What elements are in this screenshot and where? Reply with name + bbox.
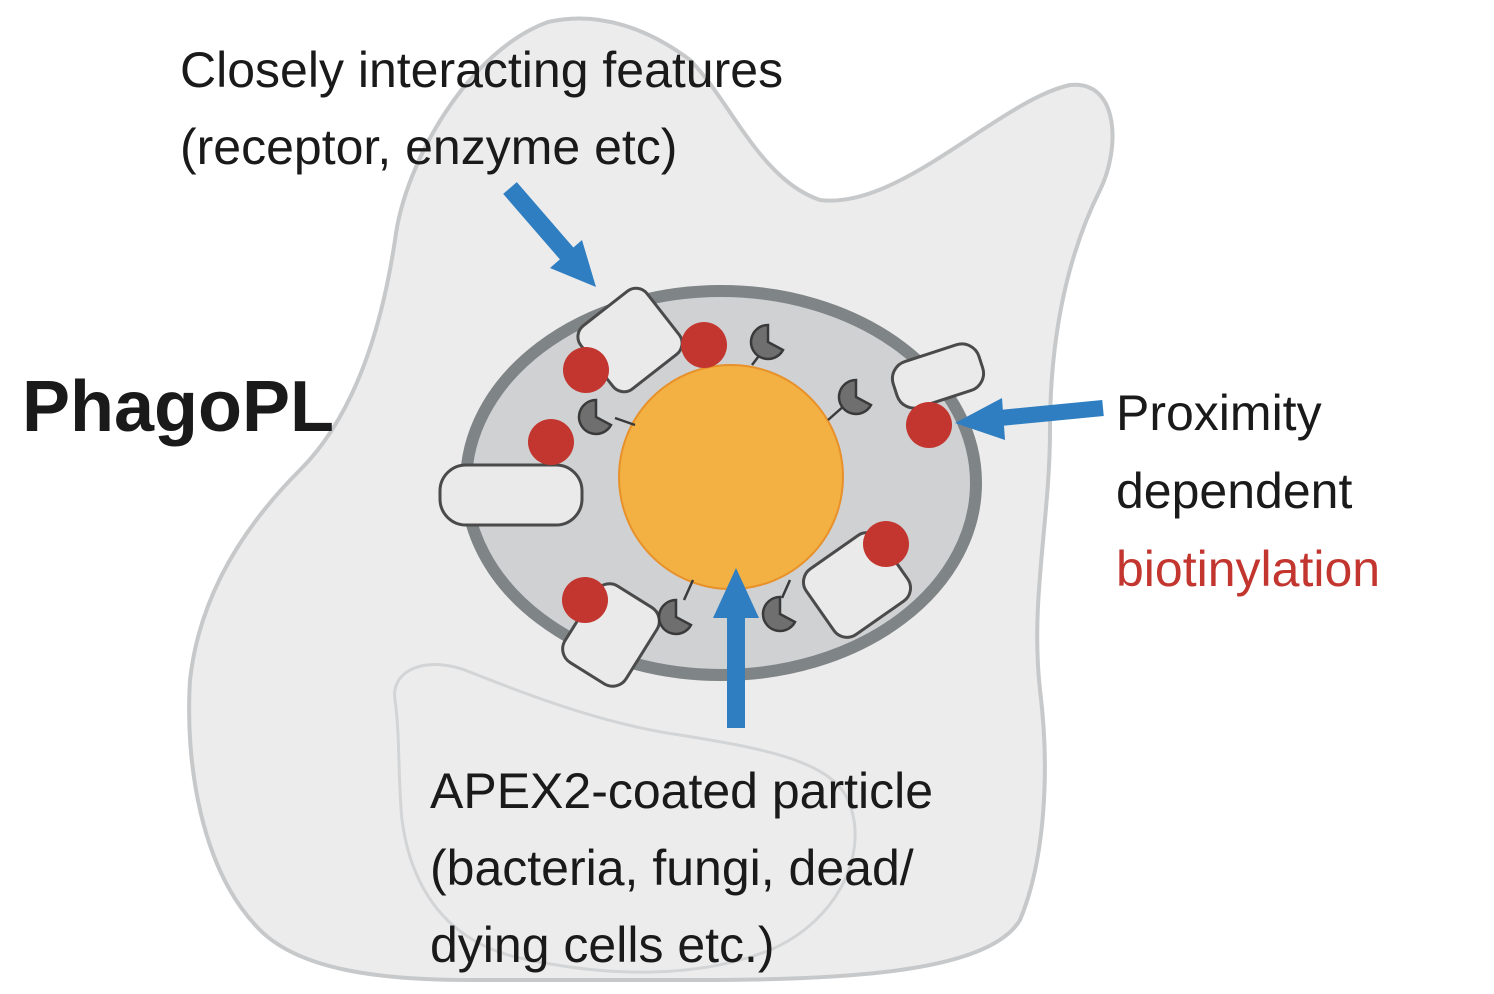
arrow-to-particle	[713, 568, 759, 728]
proximity-label-line: Proximity	[1116, 385, 1322, 441]
enzymes	[577, 323, 873, 636]
receptor-left	[438, 463, 584, 527]
biotin-dot	[906, 402, 952, 448]
particle-label-line: APEX2-coated particle	[430, 763, 933, 819]
biotin-dot	[562, 577, 608, 623]
biotin-dot	[863, 521, 909, 567]
arrow-to-receptor	[503, 182, 596, 287]
particle-label-line: dying cells etc.)	[430, 917, 775, 973]
biotin-dots	[528, 322, 952, 623]
proximity-label-line: dependent	[1116, 463, 1352, 519]
particle-label-line: (bacteria, fungi, dead/	[430, 840, 914, 896]
biotin-dot	[528, 419, 574, 465]
enzyme-bottom-left-icon	[657, 598, 693, 636]
receptors	[438, 286, 986, 688]
apex2-particle	[618, 364, 844, 590]
receptor-right	[890, 342, 986, 410]
biotin-dot	[681, 322, 727, 368]
particle-label: APEX2-coated particle (bacteria, fungi, …	[430, 763, 933, 973]
features-label-line: Closely interacting features	[180, 42, 783, 98]
enzyme-left-icon	[577, 398, 613, 436]
enzyme-right-icon	[837, 378, 873, 416]
features-label: Closely interacting features (receptor, …	[180, 42, 783, 175]
arrows	[503, 182, 1104, 728]
enzyme-bottom-right-icon	[761, 595, 797, 633]
proximity-label: Proximity dependent	[1116, 385, 1352, 519]
features-label-line: (receptor, enzyme etc)	[180, 119, 677, 175]
arrow-to-biotin	[955, 398, 1104, 440]
page-title: PhagoPL	[22, 367, 334, 447]
biotinylation-label: biotinylation	[1116, 541, 1380, 597]
nucleus-outline	[393, 663, 857, 974]
biotin-dot	[563, 347, 609, 393]
enzyme-top-icon	[749, 323, 785, 361]
